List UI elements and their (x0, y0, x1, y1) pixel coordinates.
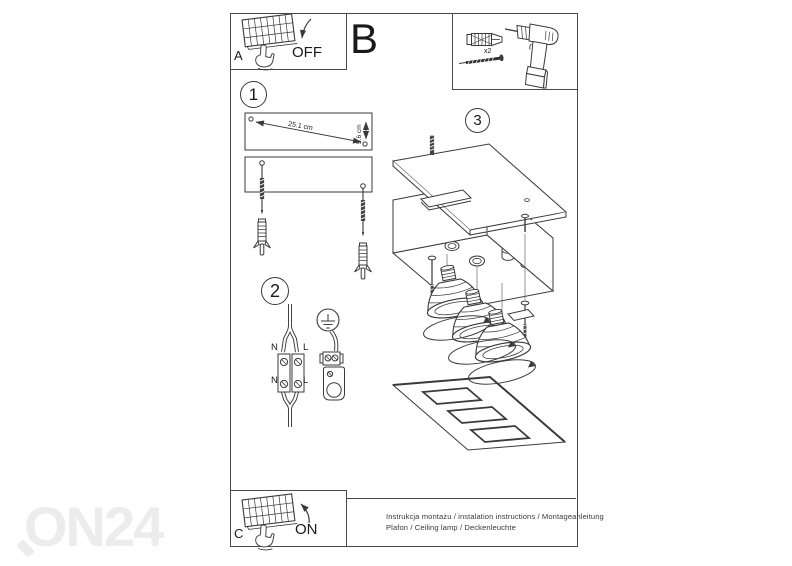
wall-plug-icon (466, 32, 503, 47)
power-on-label: ON (295, 521, 318, 538)
rotation-arrow-icon (423, 315, 536, 385)
callout-label-c: C (234, 526, 244, 541)
mounting-bracket-drawing (419, 189, 473, 211)
power-off-label: OFF (292, 44, 322, 61)
exploded-guide-lines (446, 234, 526, 316)
step2-badge: 2 (261, 277, 289, 305)
step1-badge: 1 (240, 81, 267, 108)
terminal-block-diagram (277, 353, 305, 393)
ground-clamp-diagram (319, 351, 345, 401)
assembly-exploded-view (391, 135, 568, 451)
callout-label-a: A (234, 48, 243, 63)
wall-mounting-diagram (244, 156, 373, 237)
bracket-plate-2 (507, 308, 535, 322)
off-arrow-icon (299, 18, 312, 39)
tools-box (452, 13, 578, 90)
ground-symbol-icon (316, 308, 340, 332)
screw-icon (458, 54, 504, 65)
drill-icon (504, 23, 559, 89)
footer-caption-line2: Plafon / Ceiling lamp / Deckenleuchte (386, 523, 516, 532)
callout-label-b: B (350, 15, 379, 62)
wire-label-n-bottom: N (271, 375, 278, 386)
wiring-diagram (277, 304, 345, 427)
anchor-quantity-label: x2 (484, 48, 492, 55)
watermark-logo: ON24 (24, 495, 164, 558)
step2-number: 2 (269, 280, 280, 301)
on-arrow-icon (300, 503, 310, 524)
footer-divider (346, 498, 576, 499)
threaded-stud-icon (429, 135, 435, 155)
cover-plate-drawing (391, 375, 567, 451)
step3-number: 3 (473, 112, 482, 129)
plate-screw-icon (521, 213, 529, 232)
wire-label-l-top: L (303, 342, 309, 353)
wire-label-n-top: N (271, 342, 278, 353)
main-frame (230, 13, 578, 547)
dim-hole-offset-label: 5.6 cm (356, 124, 363, 144)
step1-number: 1 (248, 84, 259, 104)
wire-label-l-bottom: L (303, 375, 309, 386)
step3-badge: 3 (465, 108, 490, 133)
measurement-diagram (244, 112, 373, 151)
footer-caption-line1: Instrukcja montażu / instalation instruc… (386, 512, 604, 521)
